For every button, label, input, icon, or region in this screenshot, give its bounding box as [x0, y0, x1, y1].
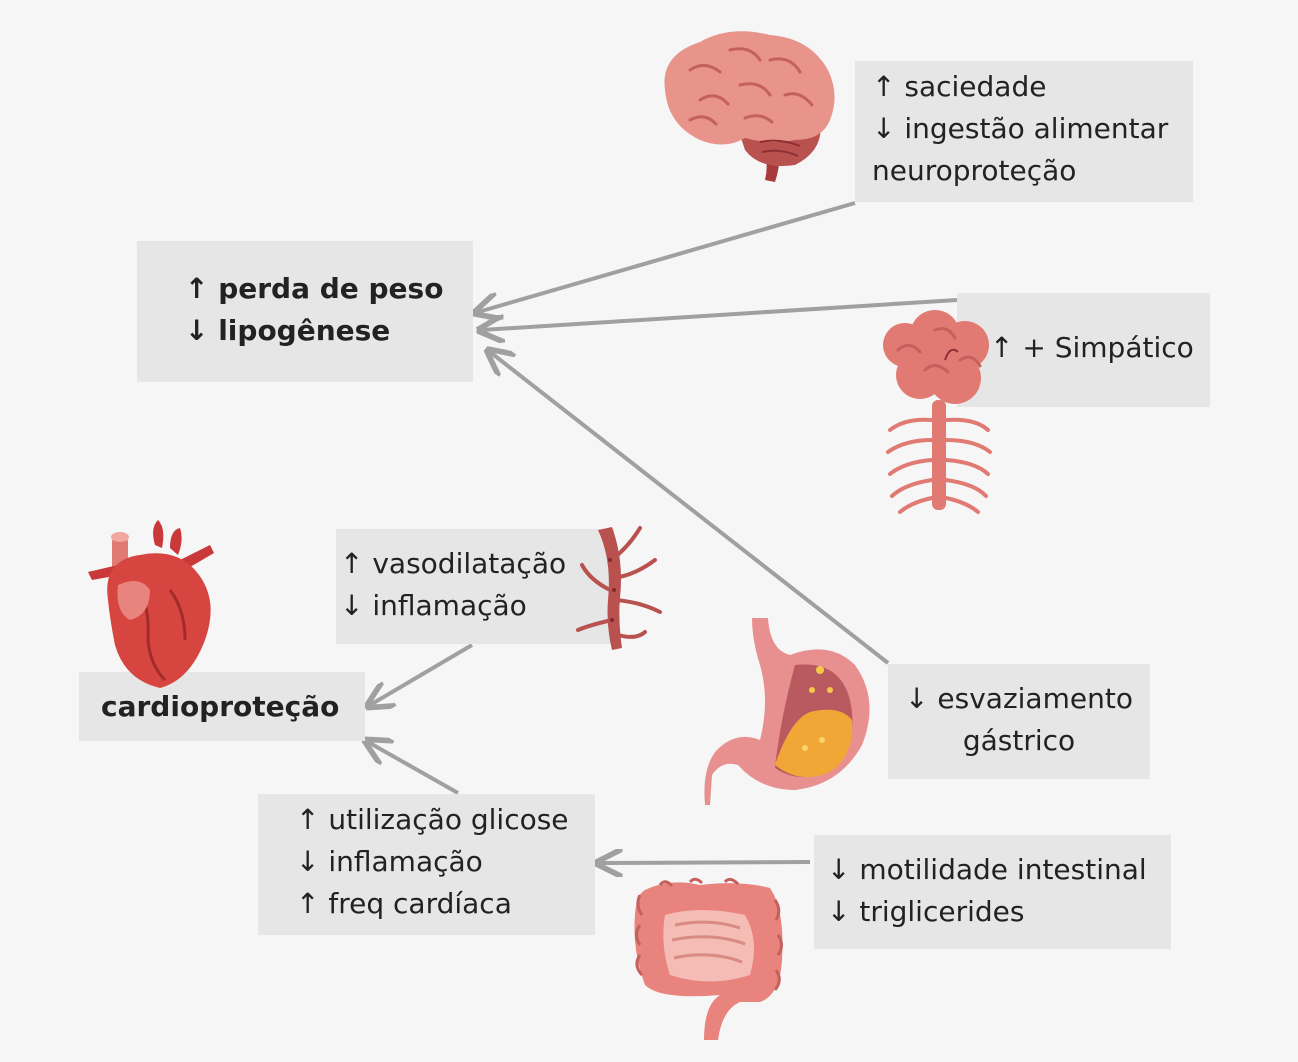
glucose-box: ↑ utilização glicose ↓ inflamação ↑ freq… [258, 794, 595, 935]
edge-gastric-to-weight [490, 352, 890, 665]
weight-box: ↑ perda de peso ↓ lipogênese [137, 241, 473, 382]
sympathetic-line: ↑ + Simpático [990, 331, 1194, 364]
cardio-box: cardioproteção [79, 672, 365, 741]
glucose-line: ↓ inflamação [296, 845, 483, 878]
glucose-line: ↑ freq cardíaca [296, 887, 512, 920]
blood-vessel-icon [576, 526, 662, 650]
cardio-line: cardioproteção [101, 690, 340, 723]
edge-brain-to-weight [478, 201, 856, 312]
brain-effect-line: ↑ saciedade [872, 70, 1047, 103]
vascular-line: ↓ inflamação [340, 589, 527, 622]
sympathetic-box: ↑ + Simpático [957, 293, 1210, 407]
gastric-box: ↓ esvaziamento gástrico [888, 664, 1150, 779]
intestine-box: ↓ motilidade intestinal ↓ triglicerides [814, 835, 1171, 949]
vascular-box: ↑ vasodilatação ↓ inflamação [336, 529, 614, 644]
vascular-line: ↑ vasodilatação [340, 547, 567, 580]
intestine-line: ↓ motilidade intestinal [827, 853, 1147, 886]
brain-effect-line: ↓ ingestão alimentar [872, 112, 1169, 145]
edge-intestine-to-glucose [600, 862, 811, 863]
weight-line: ↓ lipogênese [185, 314, 391, 347]
edge-glucose-to-cardio [368, 742, 459, 795]
edge-sympathetic-to-weight [482, 298, 958, 330]
intestine-line: ↓ triglicerides [827, 895, 1025, 928]
gastric-line: gástrico [962, 724, 1076, 757]
brain-icon [664, 31, 835, 182]
heart-icon [88, 520, 214, 688]
intestine-icon [634, 877, 783, 1040]
glucose-line: ↑ utilização glicose [296, 803, 569, 836]
brain-effects-box: ↑ saciedade ↓ ingestão alimentar neuropr… [855, 61, 1193, 202]
gastric-line: ↓ esvaziamento [905, 682, 1133, 715]
edge-vascular-to-cardio [370, 643, 474, 705]
nervous-system-icon [883, 310, 992, 514]
brain-effect-line: neuroproteção [872, 154, 1077, 187]
stomach-icon [704, 618, 870, 805]
weight-line: ↑ perda de peso [185, 272, 444, 305]
